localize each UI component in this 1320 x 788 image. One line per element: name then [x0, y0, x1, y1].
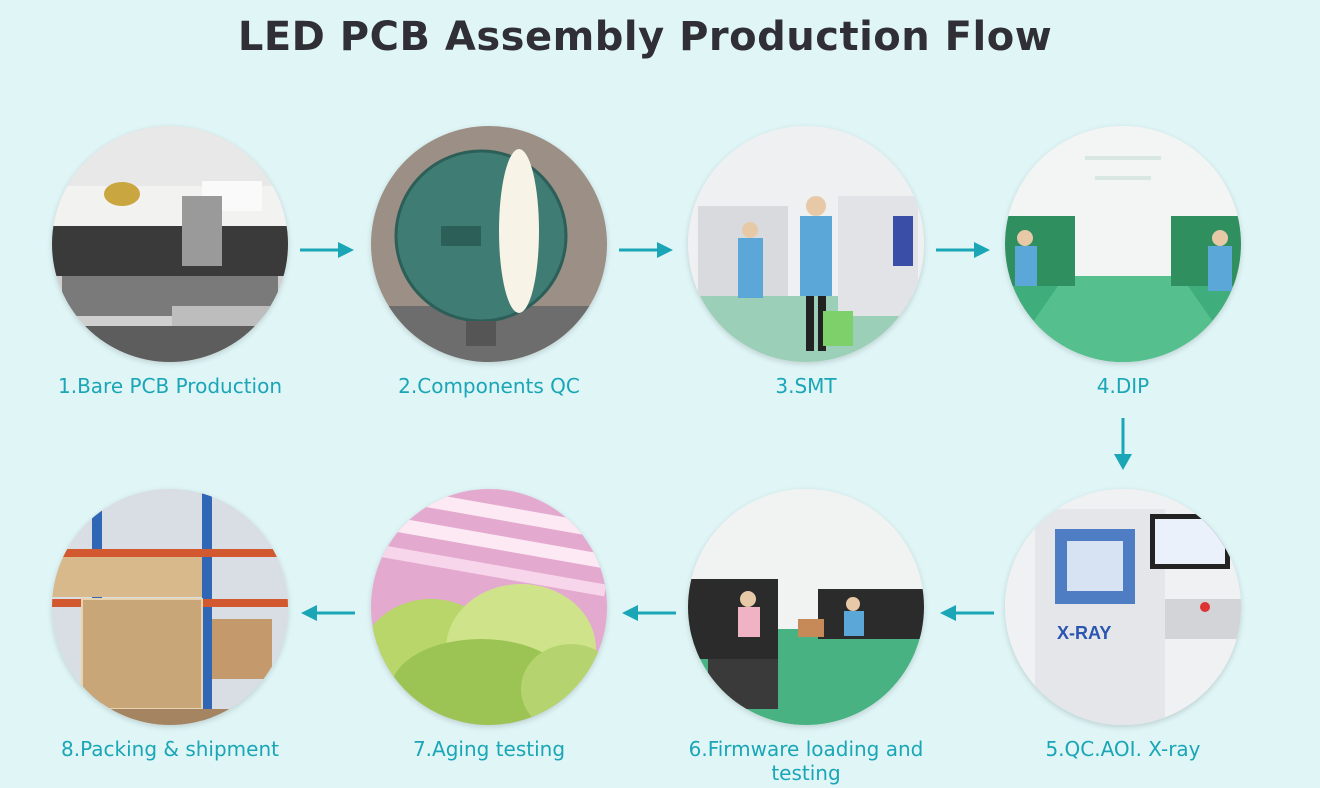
step-label: 1.Bare PCB Production: [57, 374, 282, 398]
step-label: 7.Aging testing: [412, 737, 566, 761]
smt-line-photo: [688, 126, 924, 362]
step-label: 2.Components QC: [398, 374, 580, 398]
firmware-workshop-photo: [688, 489, 924, 725]
step-label: 3.SMT: [775, 374, 837, 398]
warehouse-photo: [52, 489, 288, 725]
integrating-sphere-photo: [371, 126, 607, 362]
x-ray-machine-photo: X-RAY: [1005, 489, 1241, 725]
arrow-left-icon: [301, 605, 355, 621]
step-label: 5.QC.AOI. X-ray: [1045, 737, 1201, 761]
arrow-right-icon: [619, 242, 673, 258]
step-label: 6.Firmware loading and testing: [688, 737, 924, 785]
arrow-right-icon: [300, 242, 354, 258]
step-label: 8.Packing & shipment: [61, 737, 279, 761]
stencil-printer-photo: [52, 126, 288, 362]
grow-light-lettuce-photo: [371, 489, 607, 725]
step-label: 4.DIP: [1096, 374, 1150, 398]
arrow-right-icon: [936, 242, 990, 258]
arrow-left-icon: [622, 605, 676, 621]
page-title: LED PCB Assembly Production Flow: [237, 14, 1053, 60]
x-ray-machine-text: X-RAY: [1057, 623, 1111, 643]
arrow-down-icon: [1114, 418, 1132, 470]
arrow-left-icon: [940, 605, 994, 621]
dip-line-photo: [1005, 126, 1241, 362]
